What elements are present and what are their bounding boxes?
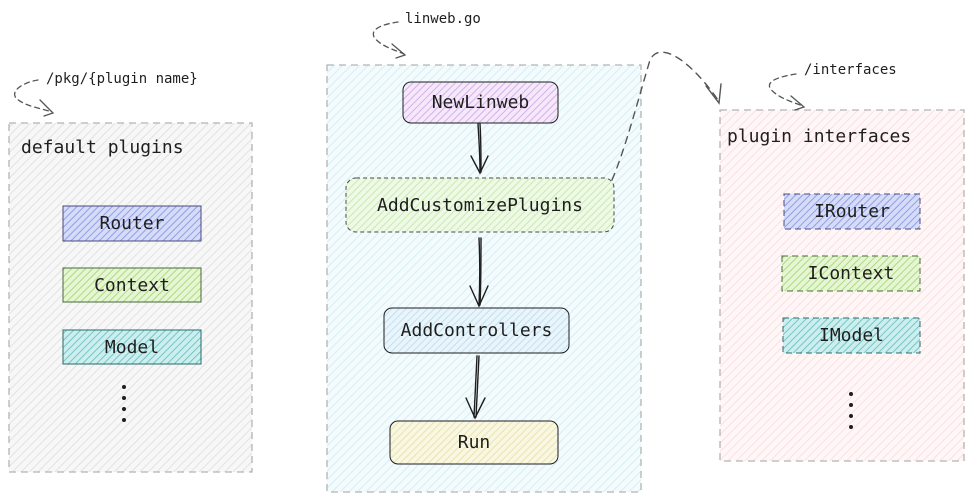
- irouter-label: IRouter: [814, 201, 890, 222]
- arrow-newlinweb-to-customize: [470, 123, 489, 175]
- annotation-center-file: linweb.go: [405, 11, 481, 27]
- arrow-controllers-to-run: [465, 355, 486, 420]
- addcustomizeplugins-box: [345, 177, 615, 233]
- context-label: Context: [94, 274, 170, 296]
- addcontrollers-label: AddControllers: [400, 320, 553, 341]
- default-plugins-title: default plugins: [21, 137, 184, 158]
- annotation-arrow-center: [372, 21, 407, 59]
- annotation-arrow-left: [14, 79, 55, 117]
- addcustomizeplugins-label: AddCustomizePlugins: [377, 194, 583, 216]
- imodel-label: IModel: [818, 325, 885, 346]
- model-box: [62, 329, 202, 365]
- annotation-arrow-right: [768, 73, 806, 111]
- imodel-box: [782, 317, 921, 354]
- run-box: [389, 420, 559, 465]
- newlinweb-box: [402, 81, 559, 124]
- context-box: [62, 267, 202, 303]
- annotation-right-path: /interfaces: [804, 62, 897, 78]
- left-ellipsis-icon: [119, 385, 129, 429]
- model-label: Model: [104, 336, 160, 358]
- icontext-label: IContext: [807, 263, 895, 284]
- newlinweb-label: NewLinweb: [431, 92, 530, 113]
- irouter-box: [783, 193, 921, 230]
- addcontrollers-box: [383, 307, 570, 354]
- arrow-customize-to-controllers: [469, 237, 489, 308]
- icontext-box: [781, 255, 921, 292]
- run-label: Run: [457, 432, 491, 453]
- router-label: Router: [99, 213, 165, 234]
- annotation-left-path: /pkg/{plugin name}: [46, 71, 198, 87]
- router-box: [62, 205, 202, 242]
- arrow-customize-to-interfaces: [611, 51, 722, 181]
- right-ellipsis-icon: [846, 392, 856, 436]
- plugin-interfaces-title: plugin interfaces: [727, 126, 912, 147]
